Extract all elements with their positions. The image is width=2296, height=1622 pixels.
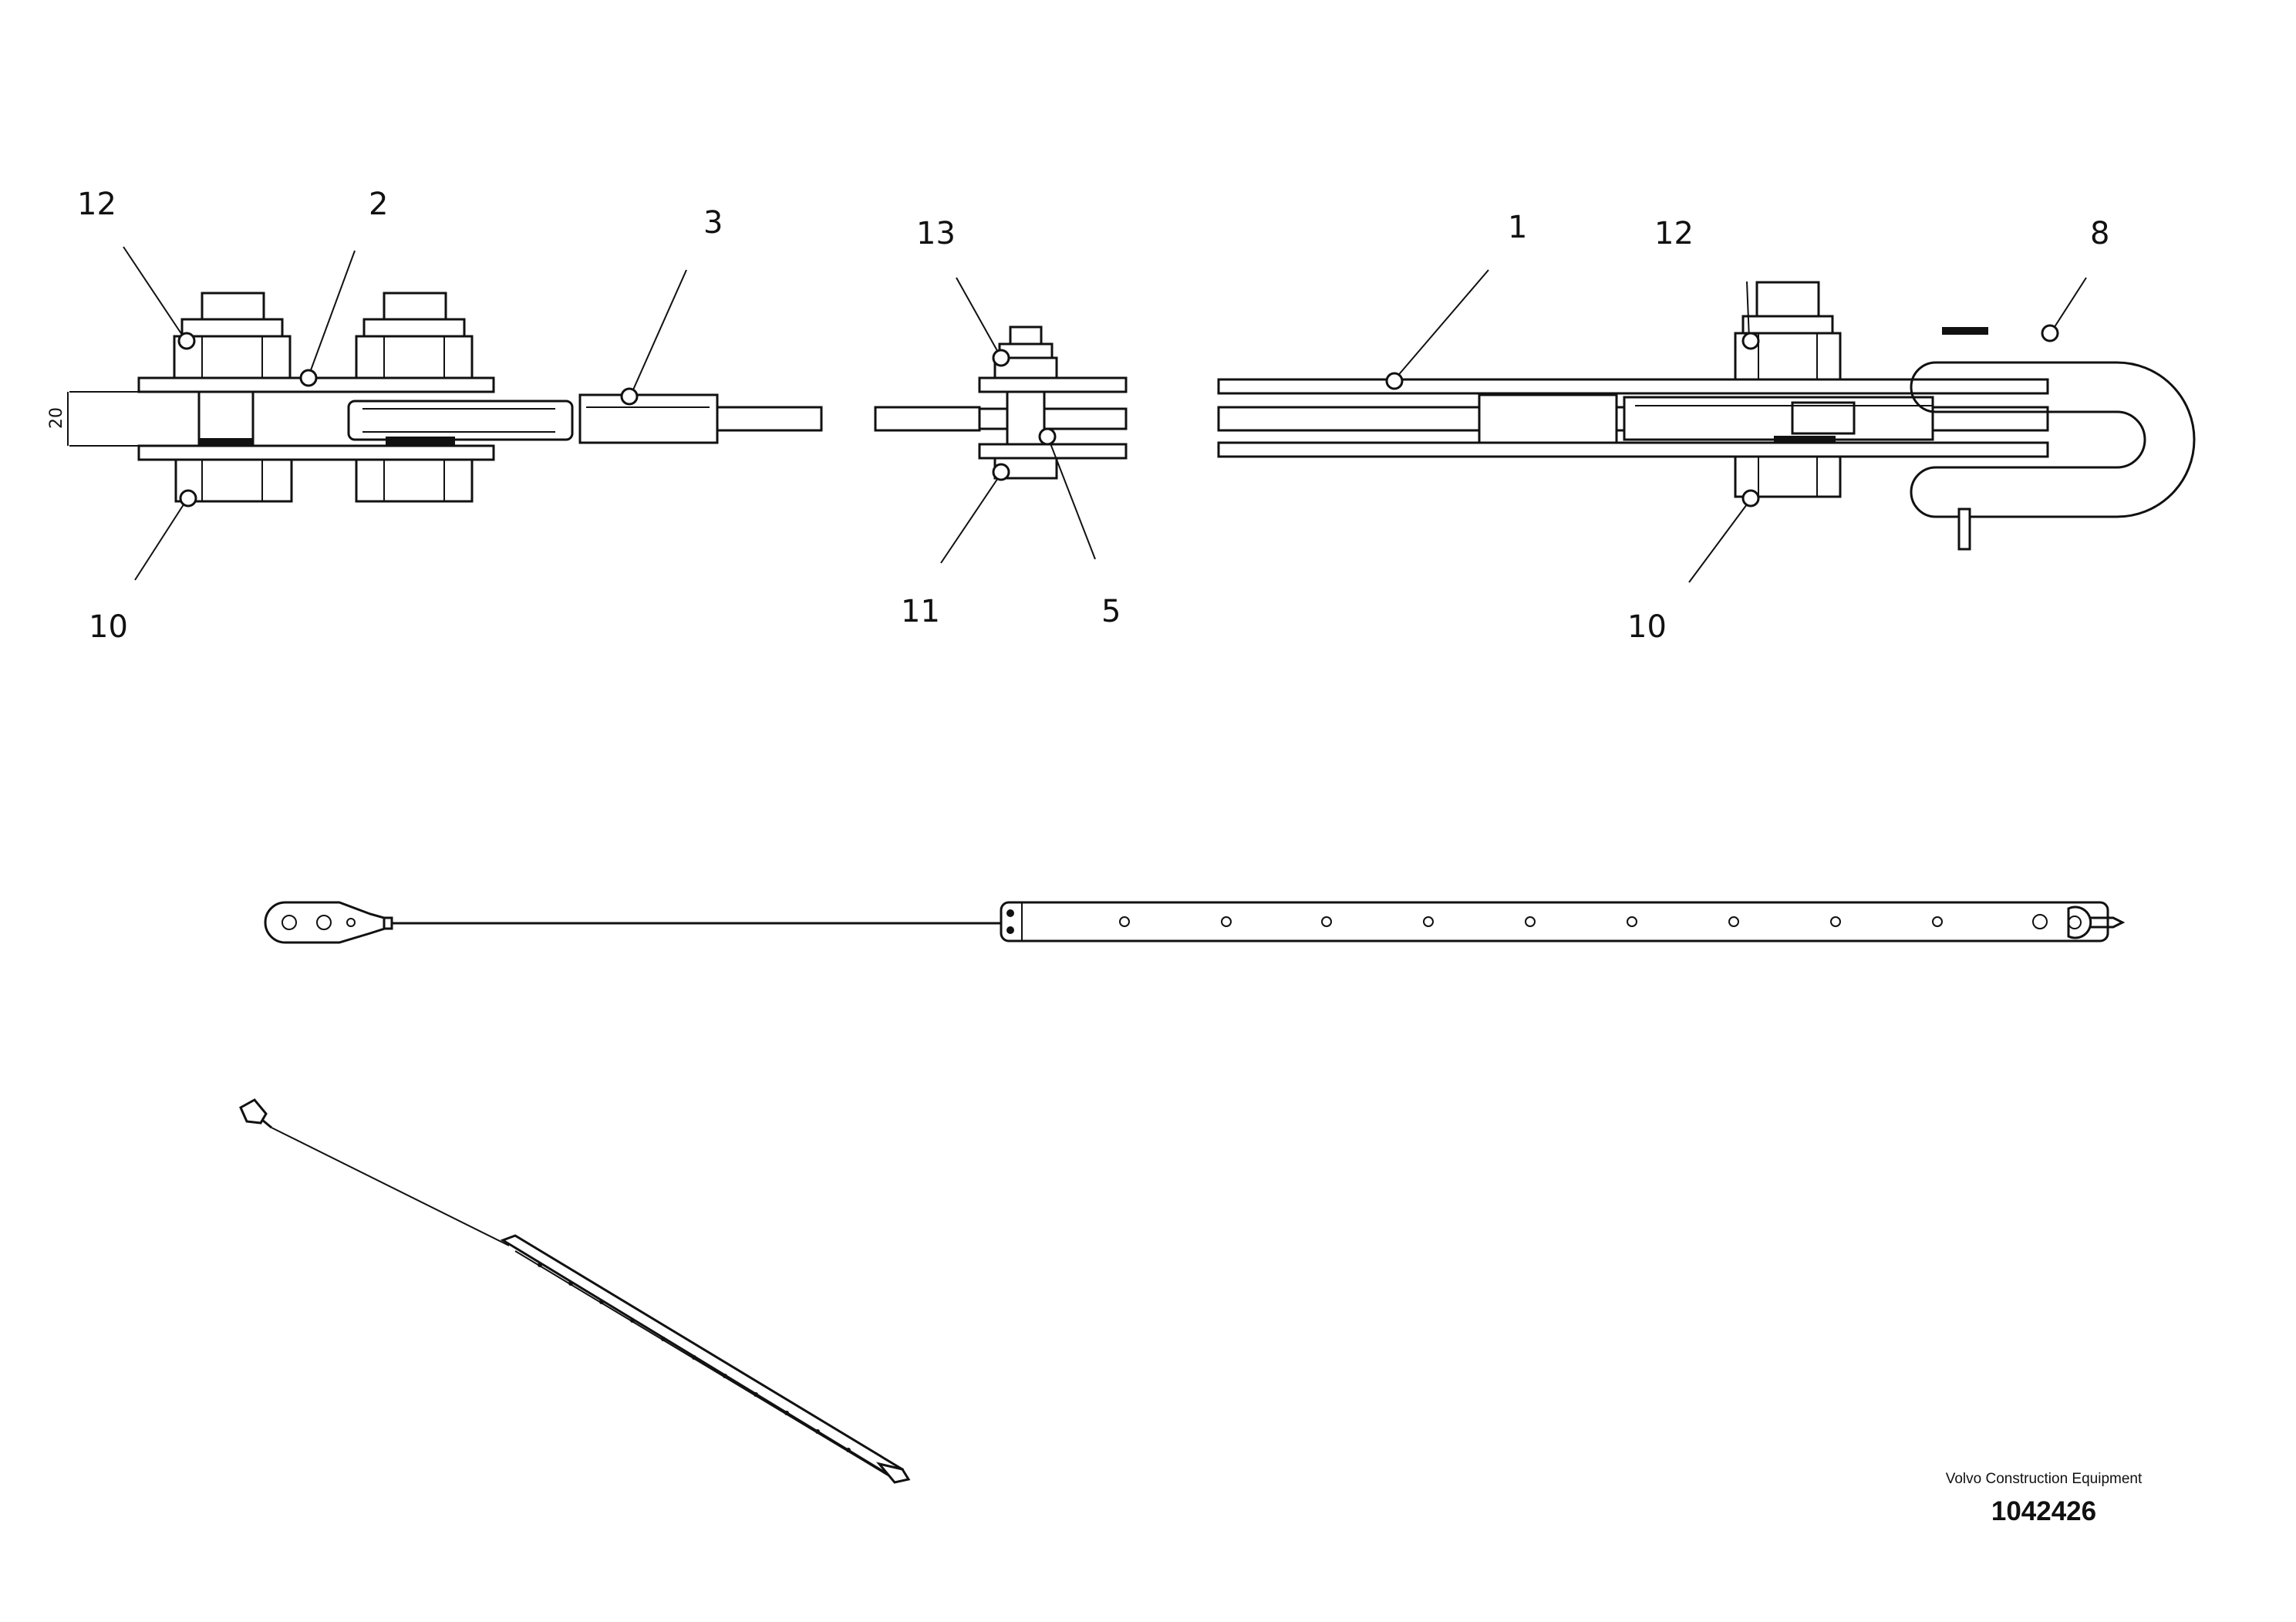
isometric-strap (239, 1098, 911, 1484)
callout-1: 1 (1508, 210, 1527, 245)
callout-12-right: 12 (1654, 216, 1694, 251)
document-number: 1042426 (1991, 1496, 2097, 1526)
callout-10-left: 10 (89, 609, 128, 645)
callout-2: 2 (369, 187, 388, 222)
side-view-strap (264, 901, 2126, 944)
callout-13: 13 (916, 216, 956, 251)
callout-3: 3 (703, 205, 723, 241)
callout-8: 8 (2090, 216, 2109, 251)
callout-11: 11 (901, 594, 940, 629)
right-hook-assembly (1217, 269, 2196, 583)
middle-splice-assembly (874, 277, 1128, 564)
callout-10-right: 10 (1627, 609, 1667, 645)
title-block: Volvo Construction Equipment 1042426 (1920, 1469, 2167, 1527)
callout-12-left: 12 (77, 187, 116, 222)
dimension-label: 20 (47, 407, 66, 429)
callout-5: 5 (1101, 594, 1121, 629)
company-name: Volvo Construction Equipment (1945, 1471, 2143, 1487)
left-clevis-assembly (67, 246, 823, 581)
